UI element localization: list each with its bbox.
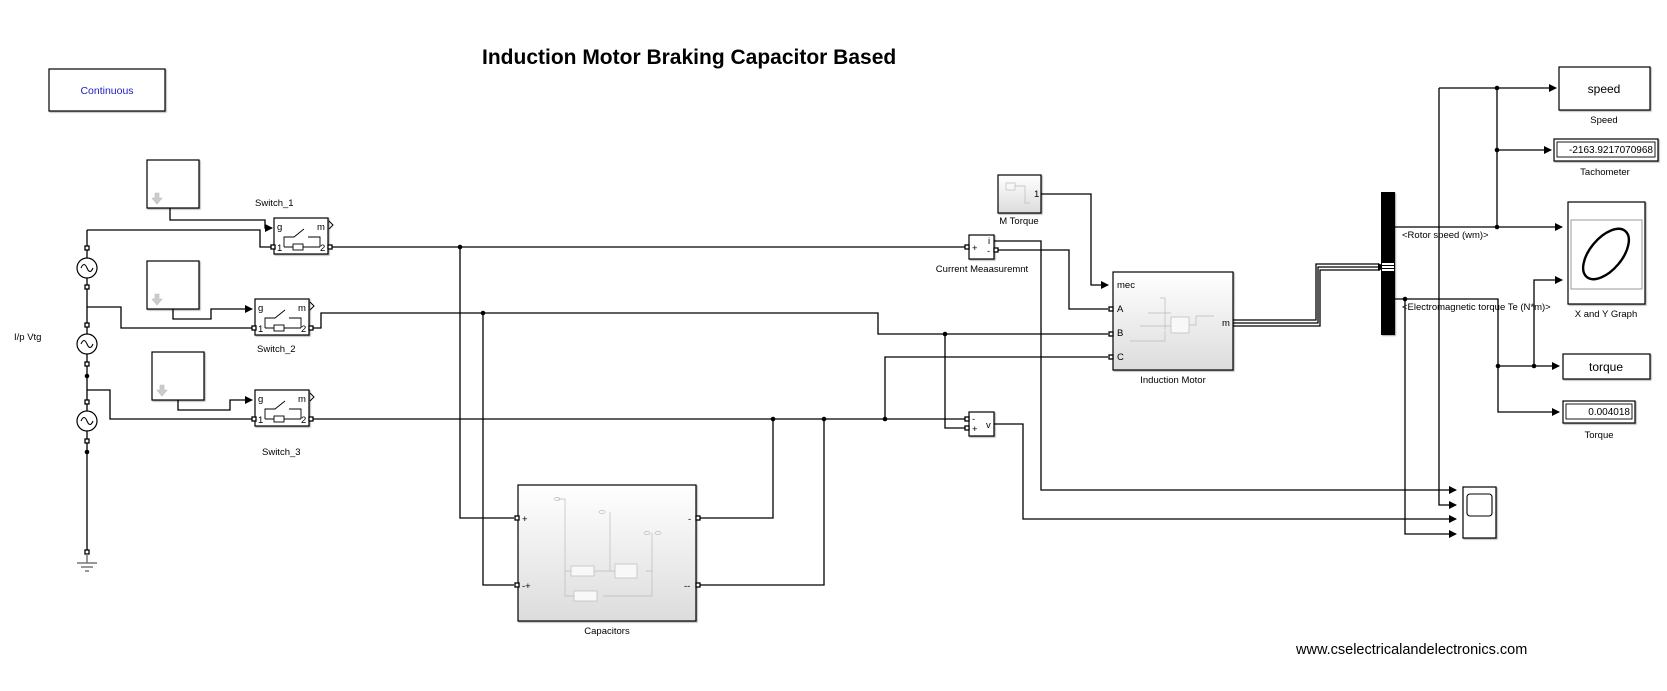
step-block-1[interactable] <box>146 159 200 209</box>
ac-source-1[interactable] <box>76 245 98 290</box>
capacitors-right_ports-0-text: - <box>688 514 691 525</box>
m-torque-label: M Torque <box>999 216 1038 227</box>
switches-2-port_2-text: 2 <box>301 415 306 426</box>
voltage_measurement-out-text: v <box>986 420 991 431</box>
switch-2[interactable]: g m 1 2 <box>251 298 315 336</box>
motor-out-text: m <box>1222 318 1230 329</box>
torque-value: 0.004018 <box>1588 407 1630 418</box>
xy-graph-label: X and Y Graph <box>1575 309 1638 320</box>
scope-icon <box>1466 493 1493 517</box>
sinks-torque_ws-text-text: torque <box>1589 360 1623 374</box>
motor-ports-0-text: mec <box>1117 280 1135 291</box>
switch-1-label: Switch_1 <box>255 198 294 209</box>
switch-3-label: Switch_3 <box>262 447 301 458</box>
scope-block[interactable] <box>1462 486 1497 539</box>
torque-display[interactable]: 0.004018 <box>1562 400 1636 424</box>
capacitors-left_ports-0-text: + <box>522 514 528 525</box>
current-measurement-label: Current Meaasuremnt <box>936 264 1029 275</box>
switches-1-port_1-text: 1 <box>258 324 263 335</box>
step-block-3[interactable] <box>151 351 205 401</box>
switch-3[interactable]: g m 1 2 <box>251 389 315 427</box>
speed-to-workspace-block[interactable]: speed <box>1558 66 1651 111</box>
arrow-down-icon <box>151 293 163 306</box>
ground-icon[interactable] <box>77 549 97 572</box>
switches-1-port_2-text: 2 <box>301 324 306 335</box>
switches-0-port_2-text: 2 <box>320 243 325 254</box>
induction-motor-label: Induction Motor <box>1140 375 1205 386</box>
switches-2-port_m-text: m <box>298 394 306 405</box>
ac-source-3[interactable] <box>76 399 98 444</box>
switch-1[interactable]: g m 1 2 <box>270 217 334 255</box>
junction-dots <box>84 85 1537 455</box>
induction-motor-block[interactable]: mec A B C m <box>1108 271 1234 371</box>
tachometer-display[interactable]: -2163.9217070968 <box>1553 138 1659 162</box>
powergui-block[interactable]: Continuous <box>48 68 166 112</box>
rotor-speed-signal-label: <Rotor speed (wm)> <box>1402 230 1489 241</box>
xy-graph-block[interactable] <box>1567 201 1646 305</box>
torque-label: Torque <box>1584 430 1613 441</box>
tachometer-label: Tachometer <box>1580 167 1630 178</box>
torque-to-workspace-block[interactable]: torque <box>1562 353 1651 380</box>
voltage_measurement-minus-text: - <box>972 414 975 425</box>
switches-1-port_g-text: g <box>258 303 263 314</box>
tachometer-value: -2163.9217070968 <box>1569 145 1653 156</box>
arrow-down-icon <box>151 192 163 205</box>
switches-2-port_1-text: 1 <box>258 415 263 426</box>
sinks-speed_ws-text-text: speed <box>1588 82 1621 96</box>
diagram-title: Induction Motor Braking Capacitor Based <box>482 46 896 69</box>
current_measurement-minus-text: - <box>987 246 990 257</box>
m_torque-out-text: 1 <box>1034 189 1039 200</box>
source-label: I/p Vtg <box>14 332 41 343</box>
speed-label: Speed <box>1590 115 1617 126</box>
ac-source-2[interactable] <box>76 322 98 367</box>
motor-ports-2-text: B <box>1117 328 1123 339</box>
switches-0-port_1-text: 1 <box>277 243 282 254</box>
current_measurement-out-text: i <box>988 236 990 247</box>
watermark-url: www.cselectricalandelectronics.com <box>1295 642 1527 658</box>
switches-2-port_g-text: g <box>258 394 263 405</box>
electromagnetic-torque-signal-label: <Electromagnetic torque Te (N*m)> <box>1402 302 1551 313</box>
switches-0-port_g-text: g <box>277 222 282 233</box>
capacitors-right_ports-1-text: -- <box>684 581 690 592</box>
wires <box>86 84 1563 586</box>
current_measurement-plus-text: + <box>972 243 978 254</box>
capacitors-label: Capacitors <box>584 626 630 637</box>
bus-selector-block[interactable] <box>1381 192 1395 335</box>
step-block-2[interactable] <box>146 260 200 310</box>
capacitors-left_ports-1-text: -+ <box>522 581 531 592</box>
current-measurement-block[interactable]: + - i <box>964 234 999 260</box>
voltage_measurement-plus-text: + <box>972 424 978 435</box>
m-torque-block[interactable]: 1 <box>997 174 1042 214</box>
arrow-down-icon <box>156 384 168 397</box>
powergui-label: Continuous <box>80 85 133 97</box>
voltage-measurement-block[interactable]: - + v <box>964 411 995 437</box>
switch-2-label: Switch_2 <box>257 344 296 355</box>
switches-0-port_m-text: m <box>317 222 325 233</box>
capacitors-block[interactable]: + -+ - -- <box>514 484 701 622</box>
motor-ports-3-text: C <box>1117 352 1124 363</box>
switches-1-port_m-text: m <box>298 303 306 314</box>
motor-ports-1-text: A <box>1117 304 1124 315</box>
